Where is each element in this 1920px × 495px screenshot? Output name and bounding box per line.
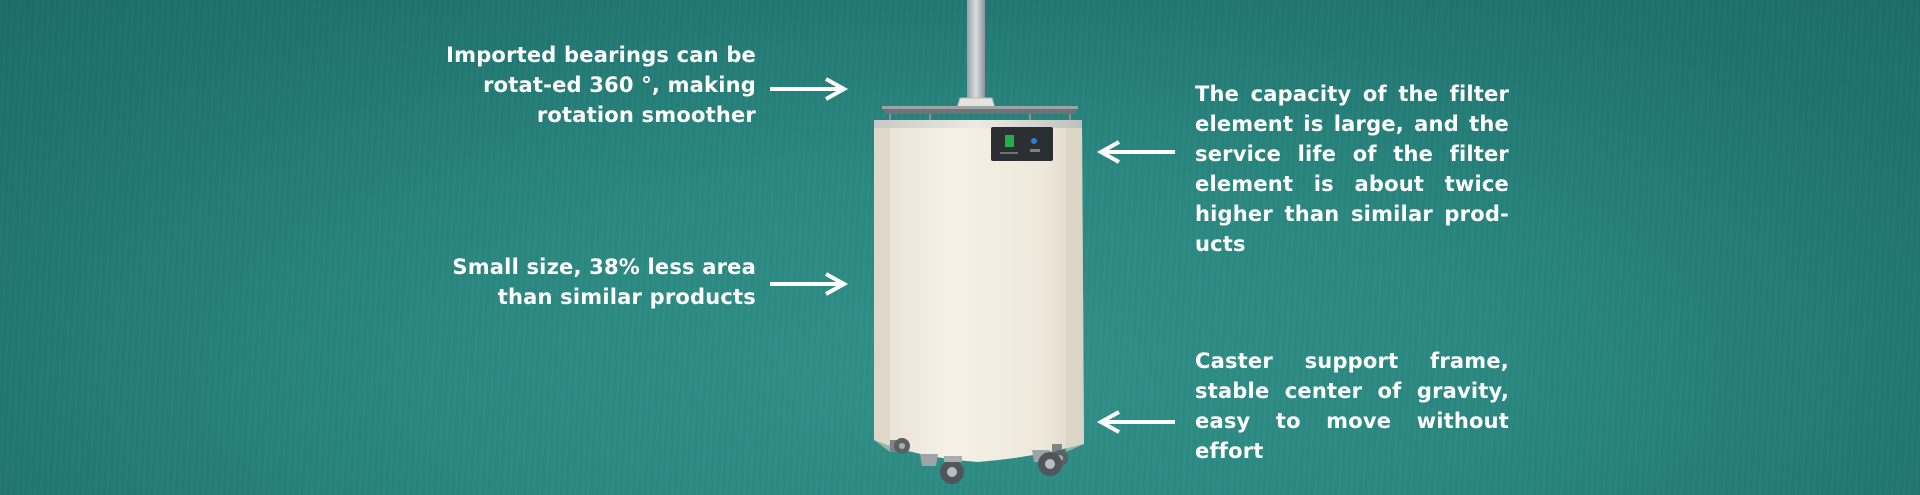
caster-wheels bbox=[890, 438, 1068, 484]
indicator-light bbox=[1005, 135, 1014, 147]
support-pole bbox=[967, 0, 985, 100]
device-body bbox=[874, 124, 1084, 462]
callout-size: Small size, 38% less area than similar p… bbox=[452, 255, 756, 309]
arrow-right-icon bbox=[770, 272, 849, 296]
callout-caster: Caster support frame, stable center of g… bbox=[1195, 349, 1509, 463]
callout-filter: The capacity of the filter element is la… bbox=[1195, 82, 1509, 256]
callout-bearings: Imported bearings can be rotat-ed 360 °,… bbox=[446, 43, 756, 127]
arrow-left-icon bbox=[1096, 140, 1175, 164]
arrow-left-icon bbox=[1096, 410, 1175, 434]
air-purifier-illustration bbox=[874, 0, 1084, 484]
control-panel bbox=[991, 127, 1053, 161]
arrow-right-icon bbox=[770, 77, 849, 101]
top-tray bbox=[882, 108, 1078, 114]
